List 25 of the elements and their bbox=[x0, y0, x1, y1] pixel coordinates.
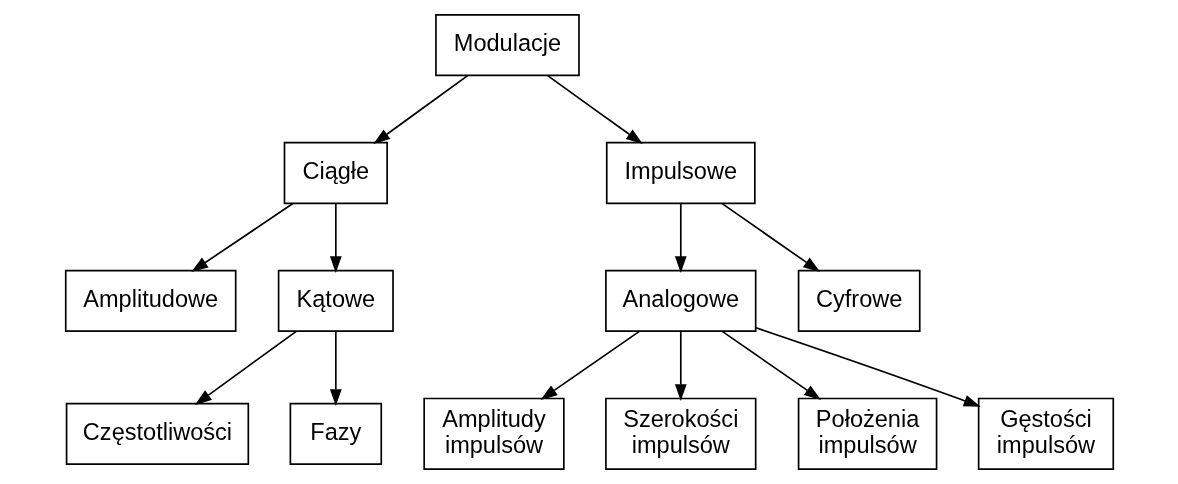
arrow bbox=[329, 330, 342, 407]
arrow bbox=[540, 330, 640, 400]
node-box: Modulacje bbox=[434, 14, 580, 77]
node-box: Ciągłe bbox=[283, 141, 388, 205]
arrow bbox=[194, 330, 297, 405]
arrow bbox=[190, 202, 294, 272]
arrow bbox=[372, 74, 468, 145]
node-box: Szerokości impulsów bbox=[604, 397, 756, 470]
arrow bbox=[674, 330, 687, 401]
arrow bbox=[720, 202, 820, 272]
node-box: Analogowe bbox=[604, 269, 756, 333]
node-box: Impulsowe bbox=[605, 141, 756, 205]
node-box: Amplitudowe bbox=[64, 269, 237, 333]
node-box: Fazy bbox=[289, 402, 382, 465]
arrow bbox=[329, 202, 342, 274]
node-box: Amplitudy impulsów bbox=[422, 397, 565, 470]
arrow bbox=[754, 326, 981, 407]
node-box: Położenia impulsów bbox=[797, 397, 937, 470]
arrow bbox=[546, 74, 643, 145]
arrow bbox=[674, 202, 687, 274]
arrow bbox=[720, 330, 821, 400]
node-box: Częstotliwości bbox=[65, 402, 249, 465]
node-box: Kątowe bbox=[277, 269, 394, 333]
node-box: Gęstości impulsów bbox=[977, 397, 1114, 470]
node-box: Cyfrowe bbox=[797, 269, 921, 333]
